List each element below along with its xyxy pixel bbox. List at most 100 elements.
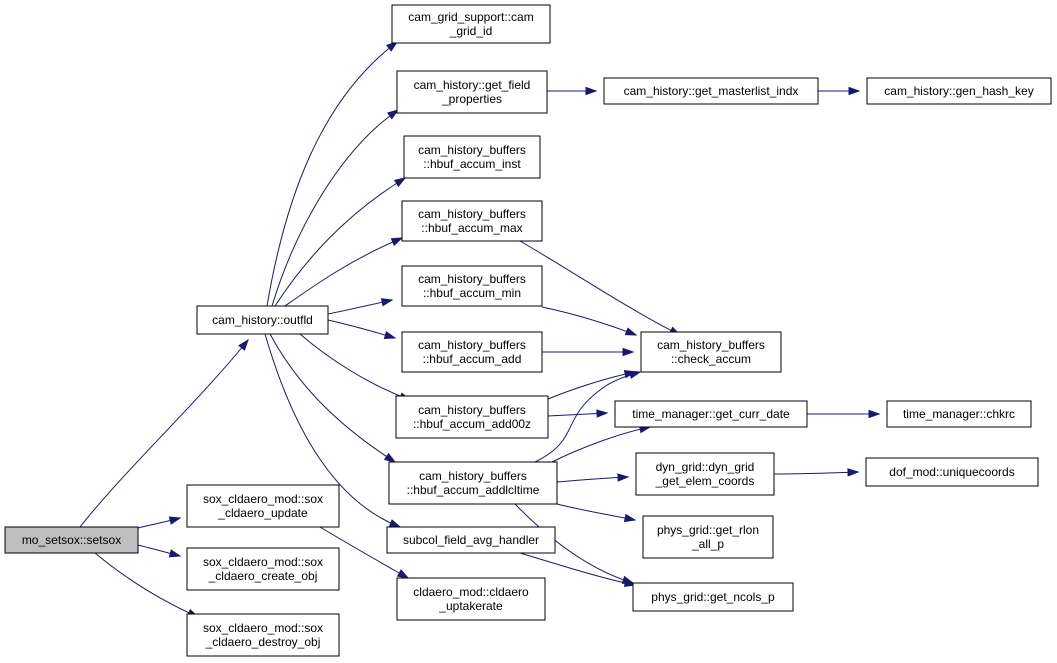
arrowhead-icon xyxy=(386,41,399,52)
edge-outfld-to-get_field_props xyxy=(271,109,400,307)
node-box[interactable] xyxy=(396,70,548,114)
node-accum_inst[interactable]: cam_history_buffers::hbuf_accum_inst xyxy=(403,135,541,179)
node-box[interactable] xyxy=(603,77,819,105)
node-label: cam_history_buffers xyxy=(418,272,526,286)
node-label: ::hbuf_accum_max xyxy=(421,221,522,235)
node-box[interactable] xyxy=(614,400,808,428)
arrowhead-icon xyxy=(168,549,182,558)
arrowhead-icon xyxy=(380,298,394,307)
node-box[interactable] xyxy=(391,4,551,44)
node-sox_create[interactable]: sox_cldaero_mod::sox_cldaero_create_obj xyxy=(186,547,340,591)
node-label: ::check_accum xyxy=(671,352,751,366)
edge-accum_add00z-to-get_curr_date xyxy=(547,409,609,418)
node-masterlist[interactable]: cam_history::get_masterlist_indx xyxy=(603,77,819,105)
arrowhead-icon xyxy=(623,578,637,587)
node-label: _get_elem_coords xyxy=(655,474,755,488)
edge-subcol_handler-to-get_ncols xyxy=(519,552,637,587)
node-label: cam_history_buffers xyxy=(418,403,526,417)
node-check_accum[interactable]: cam_history_buffers::check_accum xyxy=(640,331,782,373)
node-box[interactable] xyxy=(186,613,340,657)
node-uptakerate[interactable]: cldaero_mod::cldaero_uptakerate xyxy=(396,577,546,621)
node-setsox[interactable]: mo_setsox::setsox xyxy=(4,526,139,554)
node-box[interactable] xyxy=(635,452,775,496)
node-box[interactable] xyxy=(886,400,1032,428)
edge-line xyxy=(79,339,249,528)
node-sox_destroy[interactable]: sox_cldaero_mod::sox_cldaero_destroy_obj xyxy=(186,613,340,657)
node-box[interactable] xyxy=(186,484,340,528)
node-subcol_handler[interactable]: subcol_field_avg_handler xyxy=(386,526,556,554)
edge-line xyxy=(556,476,629,483)
node-get_rlon[interactable]: phys_grid::get_rlon_all_p xyxy=(642,515,774,559)
edge-line xyxy=(534,371,641,463)
node-outfld[interactable]: cam_history::outfld xyxy=(196,305,329,335)
node-box[interactable] xyxy=(386,526,556,554)
node-box[interactable] xyxy=(865,457,1039,487)
arrowhead-icon xyxy=(868,409,881,419)
arrowhead-icon xyxy=(388,519,402,528)
node-chkrc[interactable]: time_manager::chkrc xyxy=(886,400,1032,428)
arrowhead-icon xyxy=(628,370,642,379)
node-label: subcol_field_avg_handler xyxy=(403,533,539,547)
node-get_curr_date[interactable]: time_manager::get_curr_date xyxy=(614,400,808,428)
nodes-layer: mo_setsox::setsox cam_history::outfldsox_… xyxy=(4,4,1052,657)
node-box[interactable] xyxy=(401,265,543,307)
node-box[interactable] xyxy=(196,305,329,335)
edge-line xyxy=(271,109,399,307)
edge-line xyxy=(556,503,636,521)
node-label: dyn_grid::dyn_grid xyxy=(656,460,755,474)
node-accum_addlcltime[interactable]: cam_history_buffers::hbuf_accum_addlclti… xyxy=(388,461,558,505)
node-dyn_grid[interactable]: dyn_grid::dyn_grid_get_elem_coords xyxy=(635,452,775,496)
node-box[interactable] xyxy=(401,331,543,373)
node-grid_id[interactable]: cam_grid_support::cam_grid_id xyxy=(391,4,551,44)
edge-sox_update-to-uptakerate xyxy=(319,526,410,579)
node-label: mo_setsox::setsox xyxy=(22,533,121,547)
node-box[interactable] xyxy=(396,577,546,621)
node-label: _cldaero_update xyxy=(217,506,308,520)
node-label: sox_cldaero_mod::sox xyxy=(203,492,323,506)
edge-outfld-to-accum_max xyxy=(284,237,404,307)
node-box[interactable] xyxy=(640,331,782,373)
edge-outfld-to-accum_min xyxy=(327,298,394,315)
edge-line xyxy=(269,333,396,463)
arrowhead-icon xyxy=(383,452,397,463)
node-uniquecoords[interactable]: dof_mod::uniquecoords xyxy=(865,457,1039,487)
node-box[interactable] xyxy=(186,547,340,591)
node-label: cam_history_buffers xyxy=(657,338,765,352)
node-box[interactable] xyxy=(401,200,543,242)
arrowhead-icon xyxy=(390,237,404,247)
node-box[interactable] xyxy=(395,395,549,439)
node-box[interactable] xyxy=(388,461,558,505)
node-get_field_props[interactable]: cam_history::get_field_properties xyxy=(396,70,548,114)
edge-masterlist-to-gen_hash xyxy=(818,86,861,96)
node-label: ::hbuf_accum_add xyxy=(423,352,522,366)
node-accum_add00z[interactable]: cam_history_buffers::hbuf_accum_add00z xyxy=(395,395,549,439)
node-box[interactable] xyxy=(866,77,1052,105)
edge-accum_max-to-check_accum xyxy=(519,240,682,336)
arrowhead-icon xyxy=(622,347,635,357)
node-sox_update[interactable]: sox_cldaero_mod::sox_cldaero_update xyxy=(186,484,340,528)
arrowhead-icon xyxy=(585,86,598,96)
node-accum_min[interactable]: cam_history_buffers::hbuf_accum_min xyxy=(401,265,543,307)
edge-get_curr_date-to-chkrc xyxy=(806,409,881,419)
node-label: phys_grid::get_rlon xyxy=(657,523,759,537)
edge-line xyxy=(266,41,398,307)
arrowhead-icon xyxy=(238,338,249,351)
node-box[interactable] xyxy=(4,526,139,554)
node-box[interactable] xyxy=(403,135,541,179)
node-label: sox_cldaero_mod::sox xyxy=(203,555,323,569)
node-gen_hash[interactable]: cam_history::gen_hash_key xyxy=(866,77,1052,105)
node-box[interactable] xyxy=(632,582,794,612)
arrowhead-icon xyxy=(848,86,861,96)
node-box[interactable] xyxy=(642,515,774,559)
node-get_ncols[interactable]: phys_grid::get_ncols_p xyxy=(632,582,794,612)
node-label: _all_p xyxy=(691,537,724,551)
edge-accum_add00z-to-check_accum xyxy=(547,370,637,400)
edge-setsox-to-sox_destroy xyxy=(94,552,200,618)
edge-line xyxy=(274,177,406,307)
edge-line xyxy=(519,240,681,336)
arrowhead-icon xyxy=(168,516,182,525)
node-accum_max[interactable]: cam_history_buffers::hbuf_accum_max xyxy=(401,200,543,242)
edge-line xyxy=(551,426,651,463)
node-accum_add[interactable]: cam_history_buffers::hbuf_accum_add xyxy=(401,331,543,373)
